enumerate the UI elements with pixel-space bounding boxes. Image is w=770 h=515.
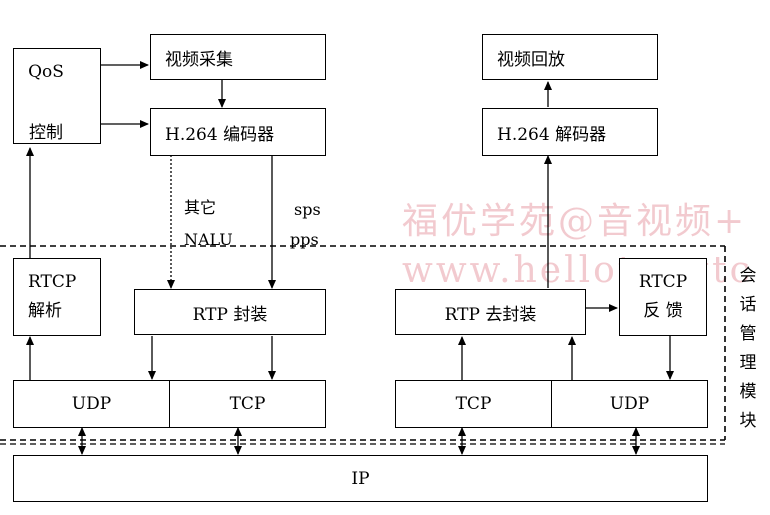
video-playback-box: 视频回放 xyxy=(482,34,658,80)
h264-decoder-box: H.264 解码器 xyxy=(482,108,658,156)
video-capture-box: 视频采集 xyxy=(150,34,326,80)
rtcp-parse-box: RTCP 解析 xyxy=(13,258,101,336)
session-management-module-label: 会 话 管 理 模 块 xyxy=(737,262,759,436)
session-char-2: 话 xyxy=(739,295,757,315)
qos-control-label: 控制 xyxy=(29,123,63,143)
watermark-line1: 福优学苑@音视频+ xyxy=(402,201,748,242)
rtp-unpack-box: RTP 去封装 xyxy=(395,289,586,335)
session-char-4: 理 xyxy=(739,353,757,373)
pps-label: pps xyxy=(290,230,319,249)
rtcp-parse-line1: RTCP xyxy=(28,272,77,292)
session-char-6: 块 xyxy=(739,411,757,431)
rtcp-feedback-box: RTCP 反 馈 xyxy=(619,258,707,336)
session-char-3: 管 xyxy=(739,324,757,344)
qos-control-box xyxy=(13,48,101,144)
rtcp-feedback-line1: RTCP xyxy=(638,272,688,292)
other-label: 其它 xyxy=(184,198,217,217)
h264-encoder-box: H.264 编码器 xyxy=(150,108,326,156)
session-char-5: 模 xyxy=(739,382,757,402)
udp-left-box: UDP xyxy=(13,380,170,428)
nalu-label: NALU xyxy=(184,230,233,249)
qos-label: QoS xyxy=(28,62,64,82)
rtp-pack-box: RTP 封装 xyxy=(134,289,326,335)
ip-box: IP xyxy=(13,455,708,502)
session-char-1: 会 xyxy=(739,266,757,286)
sps-label: sps xyxy=(294,200,321,219)
rtcp-parse-line2: 解析 xyxy=(28,301,62,321)
tcp-left-box: TCP xyxy=(169,380,326,428)
tcp-right-box: TCP xyxy=(395,380,552,428)
udp-right-box: UDP xyxy=(551,380,708,428)
rtcp-feedback-line2: 反 馈 xyxy=(643,301,683,321)
